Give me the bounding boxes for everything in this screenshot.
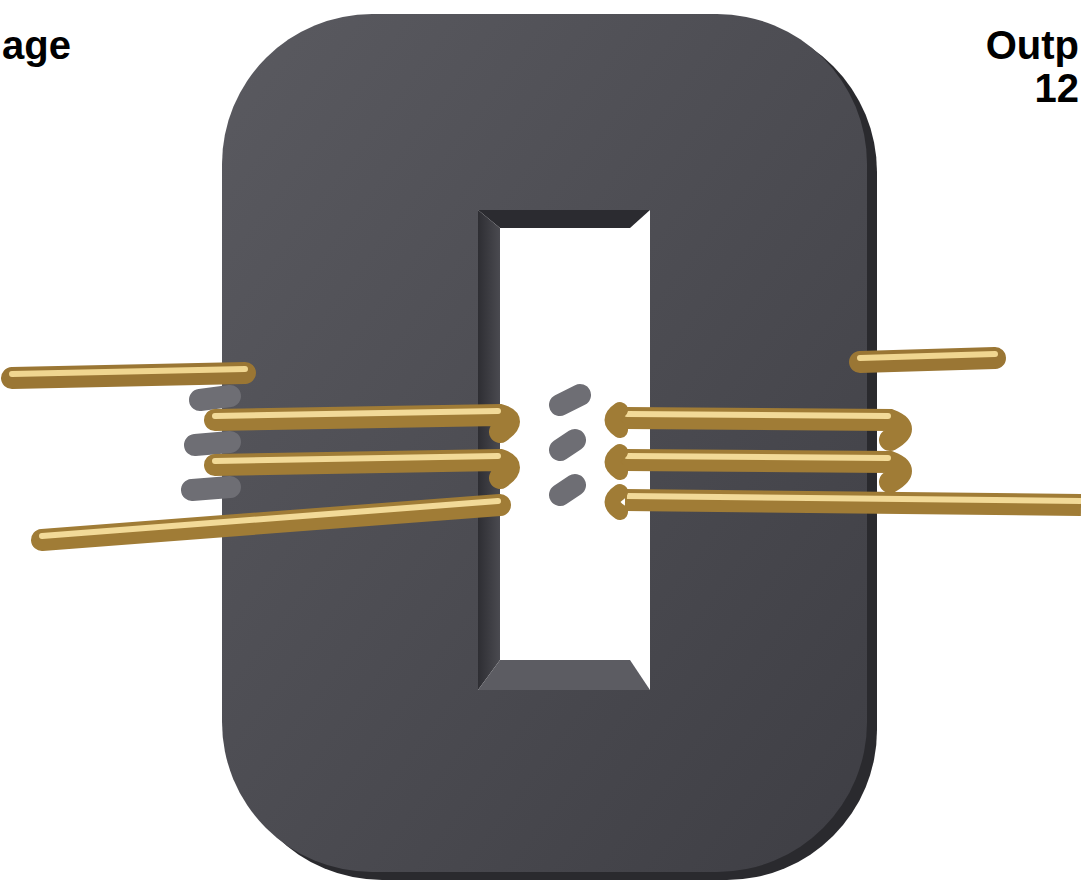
window-floor <box>478 660 650 690</box>
caption-text: 12 <box>1035 68 1080 108</box>
caption-text: Outp <box>986 25 1079 65</box>
caption-text: age <box>2 25 71 65</box>
primary-winding <box>12 369 509 540</box>
iron-core <box>222 14 867 872</box>
window-top-wall <box>478 210 650 228</box>
secondary-winding <box>560 354 1081 512</box>
